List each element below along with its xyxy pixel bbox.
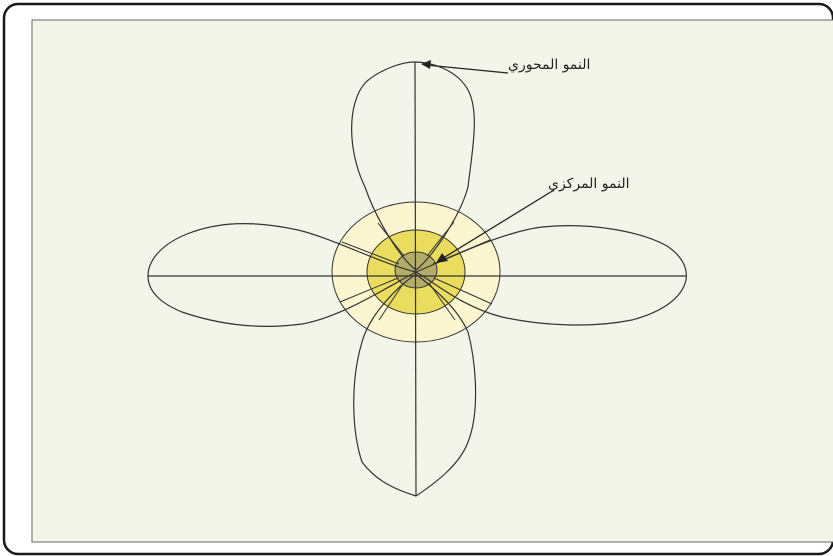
axial-growth-label: النمو المحوري [508, 56, 590, 74]
central-growth-label: النمو المركزي [548, 175, 629, 193]
